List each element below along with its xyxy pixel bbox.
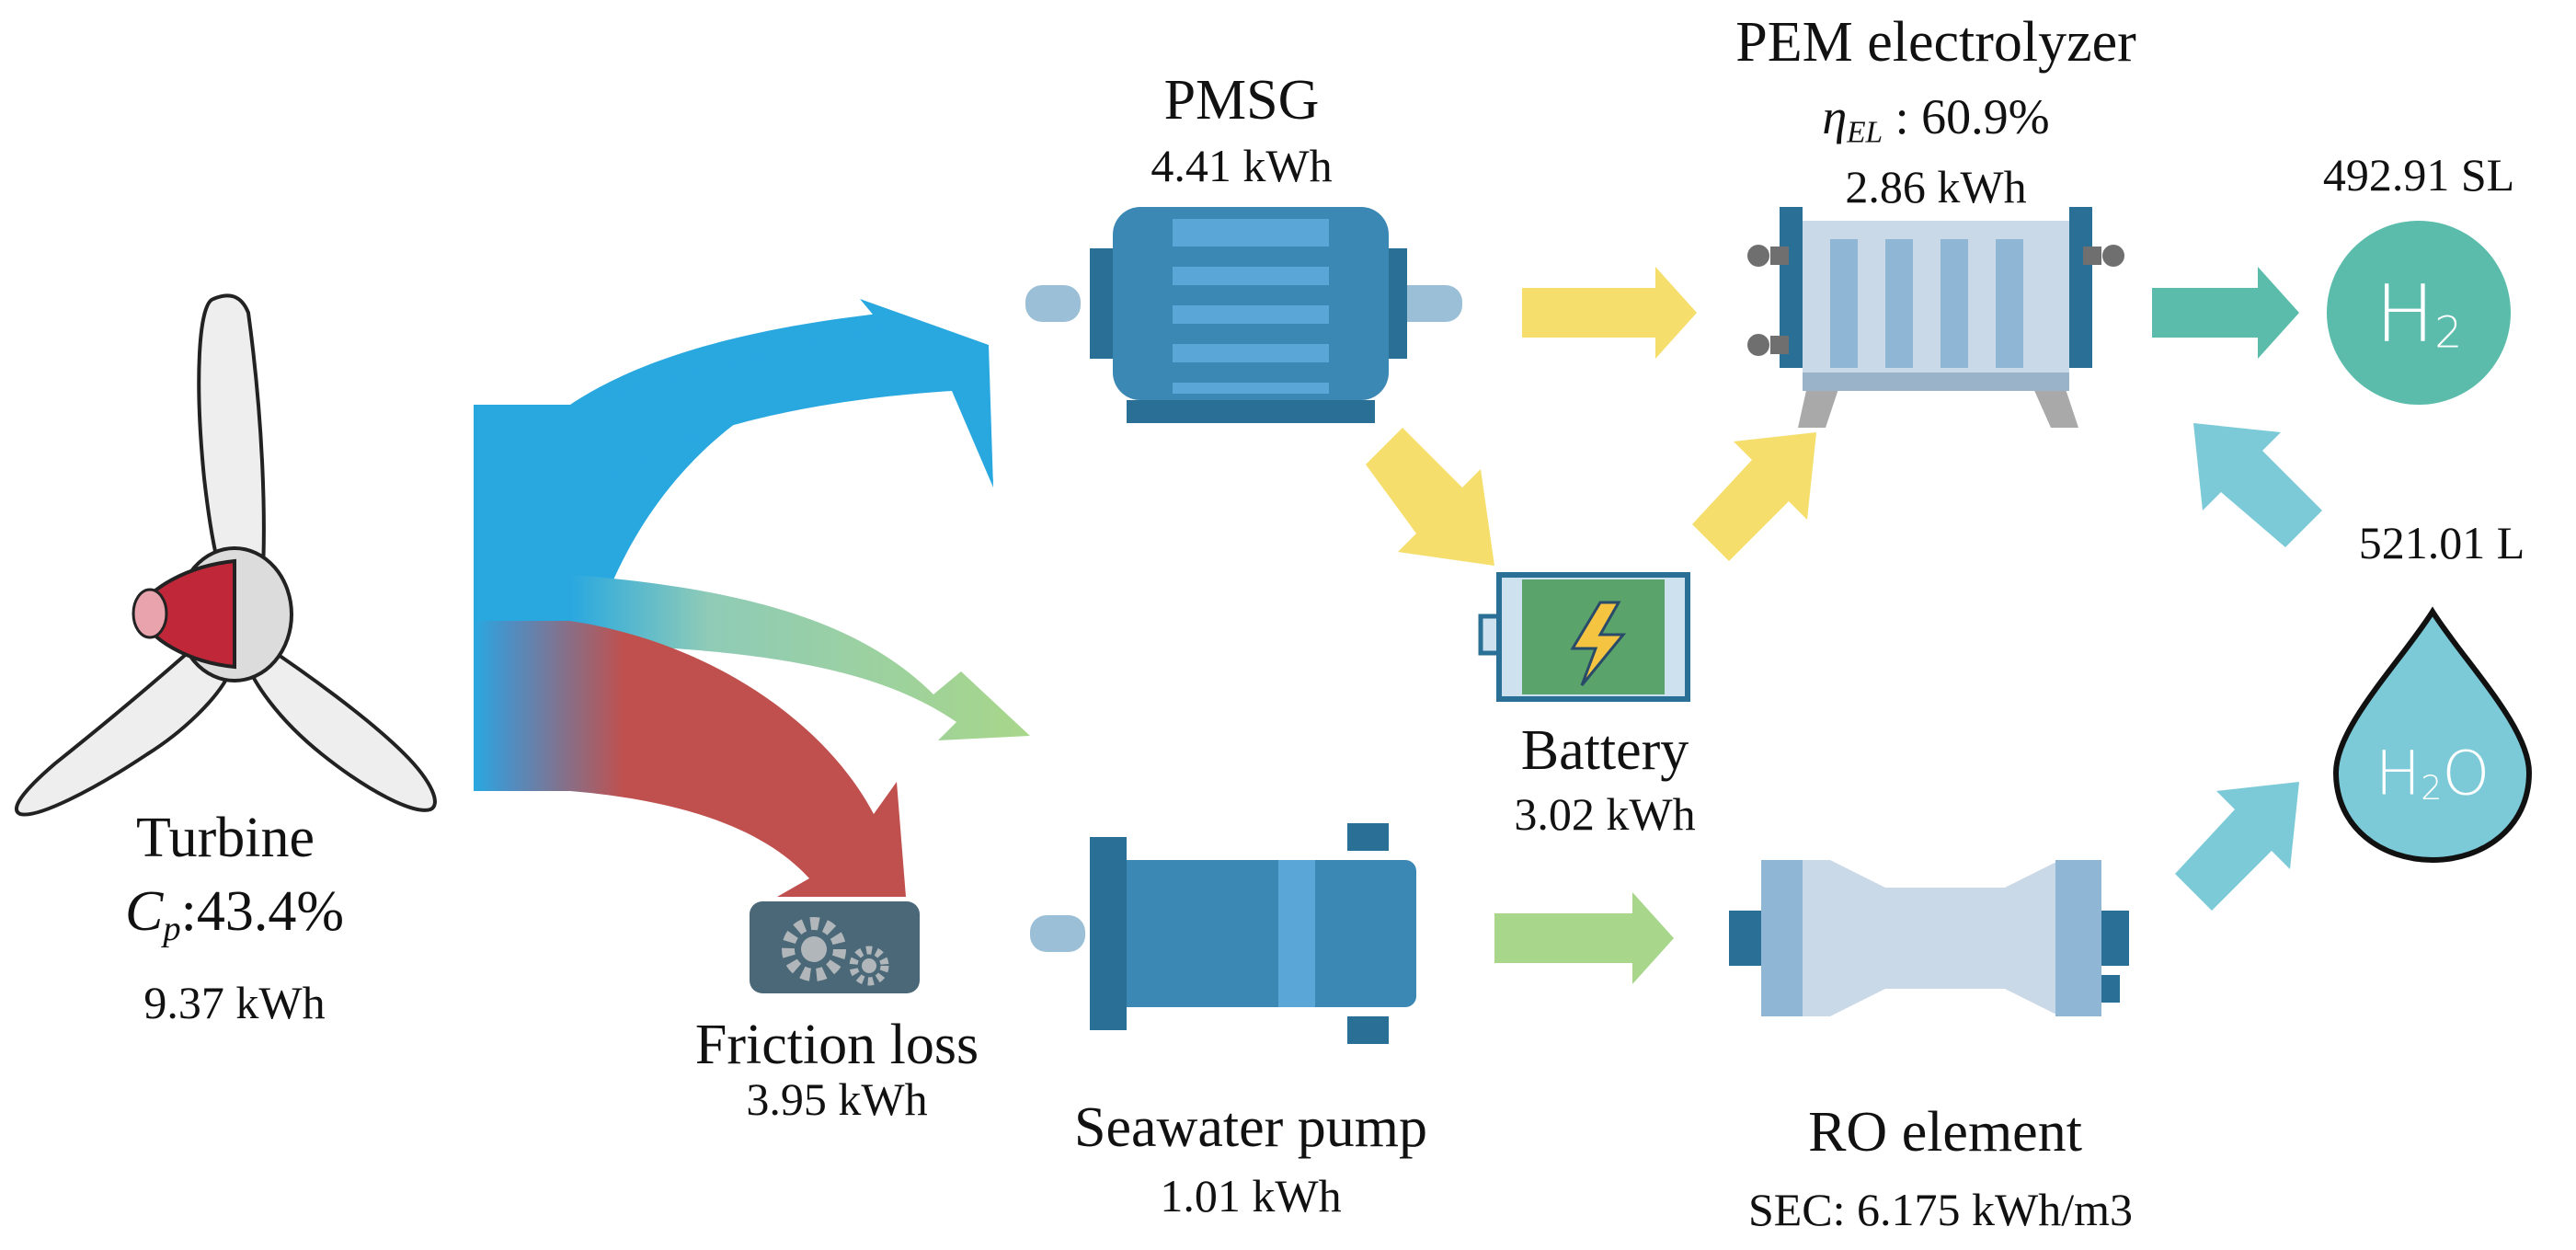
pmsg-energy: 4.41 kWh	[1151, 140, 1333, 191]
arrow-pmsg-to-electrolyzer	[1522, 267, 1697, 359]
ro-label: RO element	[1808, 1101, 2082, 1164]
flow-wind-to-pmsg-fix	[474, 299, 993, 515]
arrow-pump-to-ro	[1494, 892, 1674, 984]
ro-sec: SEC: 6.175 kWh/m3	[1747, 1184, 2134, 1235]
battery-icon	[1478, 572, 1690, 702]
arrow-water-to-electrolyzer	[2193, 423, 2322, 547]
electrolyzer-energy: 2.86 kWh	[1845, 161, 2027, 212]
seawater-pump-icon	[1030, 823, 1416, 1044]
arrow-electrolyzer-to-h2	[2152, 267, 2299, 359]
turbine-blade-right	[244, 641, 437, 812]
lightning-icon	[1570, 601, 1627, 686]
turbine-cp: Cp:43.4%	[125, 880, 344, 948]
turbine-label: Turbine	[135, 807, 315, 869]
wind-power-flows	[474, 299, 1030, 897]
arrow-ro-to-water	[2175, 782, 2299, 911]
battery-label: Battery	[1520, 719, 1689, 782]
arrow-pmsg-to-battery	[1366, 428, 1494, 566]
water-drop-icon	[2332, 606, 2533, 864]
electric-arrows	[1366, 267, 1816, 566]
friction-gears-icon	[750, 901, 920, 993]
pem-electrolyzer-icon	[1747, 207, 2124, 428]
hydrogen-icon	[2327, 221, 2511, 405]
turbine-energy: 9.37 kWh	[143, 977, 326, 1028]
water-symbol: H2O	[2375, 738, 2490, 809]
pmsg-icon	[1025, 207, 1462, 423]
friction-label: Friction loss	[694, 1014, 979, 1076]
battery-energy: 3.02 kWh	[1514, 788, 1696, 840]
turbine-blade-left	[14, 641, 231, 817]
hydrogen-symbol: H2	[2375, 268, 2463, 361]
ro-element-icon	[1729, 860, 2129, 1016]
water-amount: 521.01 L	[2358, 517, 2525, 568]
electrolyzer-efficiency: ηEL : 60.9%	[1822, 89, 2050, 150]
hydrogen-amount: 492.91 SL	[2322, 149, 2515, 201]
pmsg-label: PMSG	[1163, 69, 1320, 132]
flow-to-seawater-pump	[570, 575, 1030, 740]
flow-to-friction-loss	[474, 621, 906, 897]
arrow-battery-to-electrolyzer	[1692, 432, 1816, 561]
wind-turbine-icon	[14, 293, 437, 817]
friction-energy: 3.95 kWh	[746, 1073, 928, 1125]
pump-energy: 1.01 kWh	[1160, 1170, 1342, 1221]
pump-label: Seawater pump	[1074, 1096, 1427, 1159]
electrolyzer-label: PEM electrolyzer	[1735, 11, 2136, 74]
